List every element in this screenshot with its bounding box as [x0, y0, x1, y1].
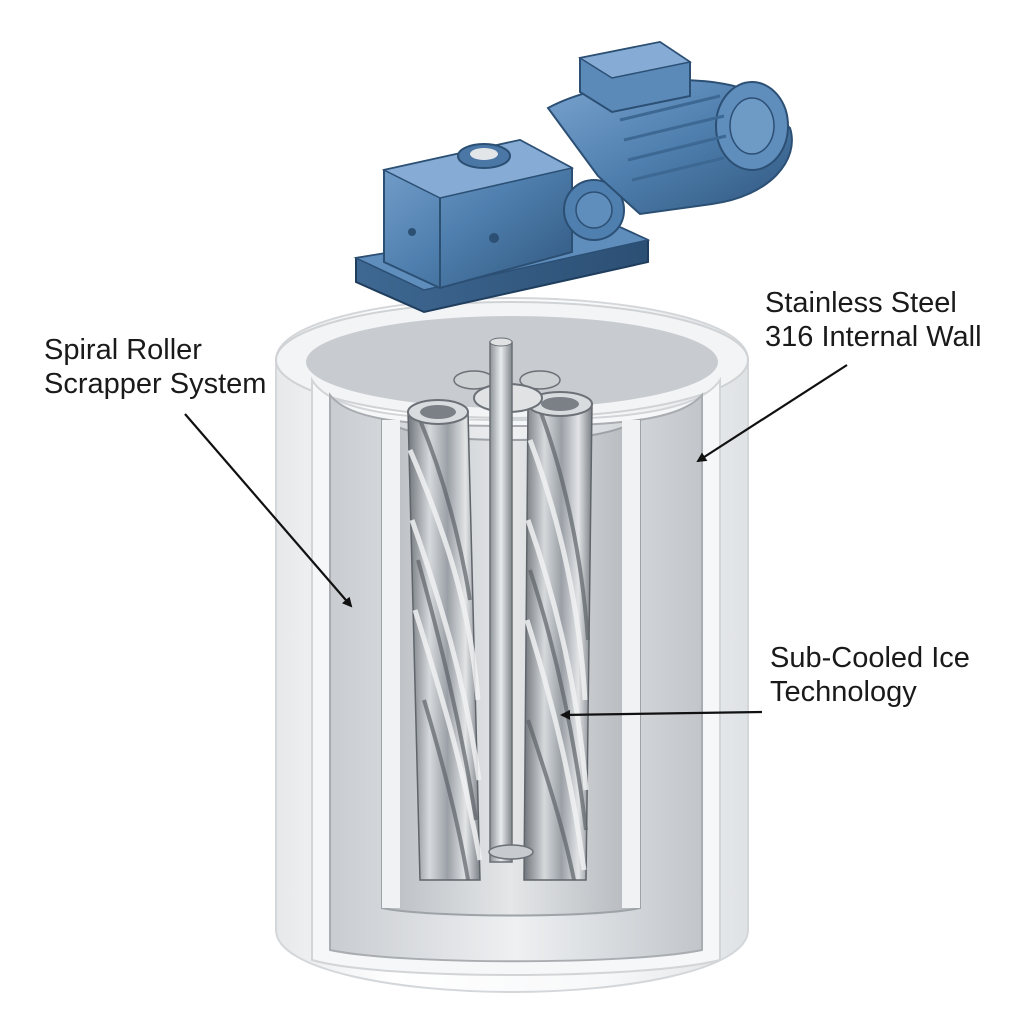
- spiral-roller-left: [407, 399, 483, 881]
- central-drive-shaft: [488, 337, 534, 863]
- callout-steel-line2: 316 Internal Wall: [765, 321, 982, 353]
- callout-spiral-line1: Spiral Roller: [44, 334, 202, 366]
- spiral-roller-arrow: [184, 413, 353, 608]
- callout-sub-cooled-ice: Sub-Cooled Ice Technology: [770, 641, 970, 709]
- gear-motor-assembly: [353, 40, 793, 314]
- sub-cooled-ice-arrow: [560, 709, 763, 720]
- leader-lines: [184, 364, 848, 720]
- callout-steel-line1: Stainless Steel: [765, 287, 957, 319]
- stainless-wall-arrow: [696, 364, 848, 463]
- callout-spiral-line2: Scrapper System: [44, 368, 267, 400]
- callout-stainless-steel: Stainless Steel 316 Internal Wall: [765, 286, 982, 354]
- cutaway-opening: [311, 376, 721, 976]
- callout-ice-line2: Technology: [770, 676, 917, 708]
- callout-ice-line1: Sub-Cooled Ice: [770, 642, 970, 674]
- callout-spiral-roller: Spiral Roller Scrapper System: [44, 333, 266, 401]
- spiral-roller-right: [523, 391, 593, 881]
